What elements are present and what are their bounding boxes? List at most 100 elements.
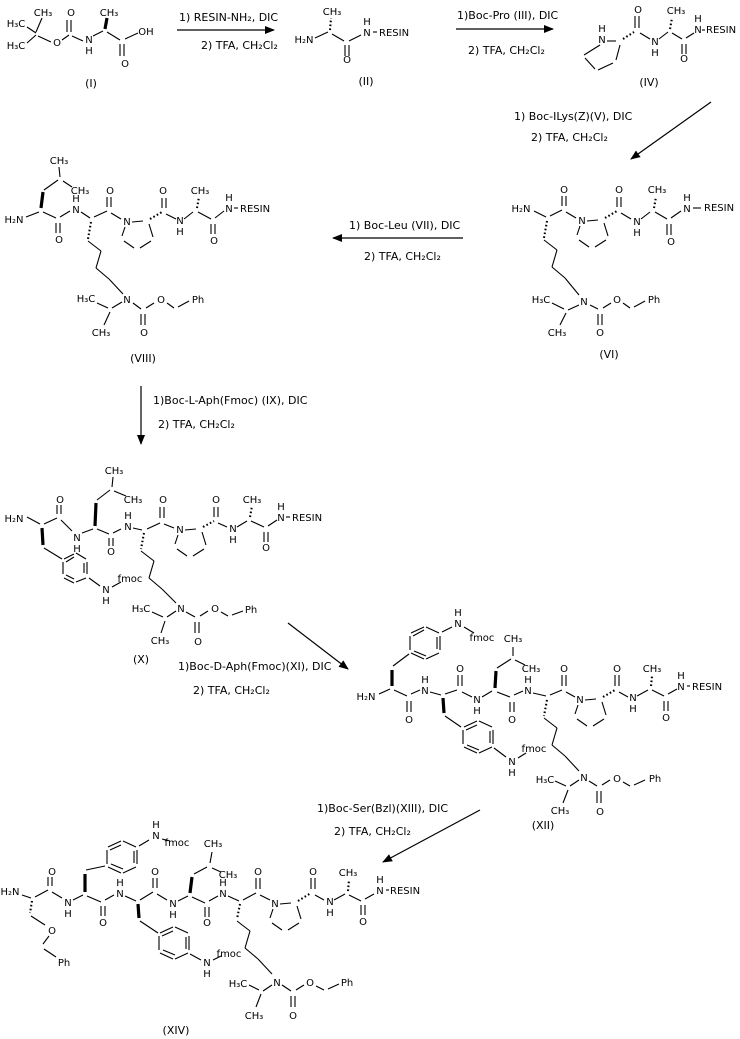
bond xyxy=(86,895,102,903)
bond xyxy=(195,196,201,209)
atom-label: CH₃ xyxy=(323,7,342,18)
bond xyxy=(586,219,599,222)
compound-caption-VI: (VI) xyxy=(599,348,618,361)
step-7-reagent-line2: 2) TFA, CH₂Cl₂ xyxy=(334,825,411,838)
atom-label: N xyxy=(203,958,210,969)
bond xyxy=(217,522,228,528)
atom-label: N xyxy=(580,297,587,308)
bond xyxy=(569,779,580,787)
step-3-reagent-line2: 2) TFA, CH₂Cl₂ xyxy=(531,131,608,144)
bond xyxy=(348,894,362,902)
atom-label: O xyxy=(405,715,413,726)
bond xyxy=(59,210,71,218)
bond xyxy=(331,33,345,42)
atom-label: O xyxy=(343,55,351,66)
step-2-reagent-line1: 1)Boc-Pro (III), DIC xyxy=(457,9,559,22)
atom-label: N xyxy=(421,686,428,697)
bond xyxy=(559,312,567,326)
atom-label: H xyxy=(454,608,462,619)
atom-label: CH₃ xyxy=(71,186,90,197)
bond xyxy=(633,300,646,308)
atom-label: OH xyxy=(138,27,153,38)
bond xyxy=(392,653,410,667)
atom-label: H₂N xyxy=(4,215,23,226)
bond xyxy=(185,611,196,618)
atom-label: N xyxy=(176,216,183,227)
bond xyxy=(478,720,493,728)
atom-label: N xyxy=(473,695,480,706)
bond xyxy=(62,180,73,188)
atom-label: H xyxy=(73,544,81,555)
bond xyxy=(208,895,219,902)
bond xyxy=(145,302,155,309)
atom-label: O xyxy=(508,715,516,726)
bond xyxy=(671,32,683,40)
atom-label: H₂N xyxy=(294,35,313,46)
bond xyxy=(597,62,614,71)
atom-label: H xyxy=(363,17,371,28)
atom-label: CH₃ xyxy=(648,185,667,196)
bond xyxy=(96,489,111,501)
compound-caption-IV: (IV) xyxy=(639,76,658,89)
bond xyxy=(122,840,137,848)
atom-label: CH₃ xyxy=(667,6,686,17)
bond xyxy=(296,905,302,920)
bond xyxy=(514,659,526,666)
bond xyxy=(111,476,114,488)
bond xyxy=(149,211,163,220)
step-4-reagent-line1: 1) Boc-Leu (VII), DIC xyxy=(349,219,461,232)
bond xyxy=(103,311,111,326)
atom-label: H xyxy=(694,14,702,25)
bond xyxy=(549,689,563,696)
bond xyxy=(565,691,576,698)
compound-caption-II: (II) xyxy=(358,75,373,88)
bond xyxy=(271,922,283,931)
bond xyxy=(58,166,61,178)
compound-caption-I: (I) xyxy=(85,77,97,90)
bond xyxy=(220,611,229,617)
atom-label: N xyxy=(73,533,80,544)
atom-label: O xyxy=(262,543,270,554)
bond xyxy=(43,948,57,958)
atom-label: Ph xyxy=(649,774,661,785)
bond xyxy=(412,629,425,637)
bond xyxy=(493,747,507,758)
atom-label: N xyxy=(677,682,684,693)
bond xyxy=(113,490,127,497)
bond xyxy=(136,903,141,919)
atom-label: CH₃ xyxy=(243,495,262,506)
atom-label: O xyxy=(211,604,219,615)
atom-label: H xyxy=(229,535,237,546)
bond xyxy=(43,179,59,191)
atom-label: H₂N xyxy=(0,887,19,898)
atom-label: Ph xyxy=(192,295,204,306)
bond xyxy=(670,210,682,219)
bond xyxy=(209,851,213,864)
bond xyxy=(188,876,194,894)
bond xyxy=(93,210,108,218)
bond xyxy=(549,209,563,217)
atom-label: O xyxy=(67,8,75,19)
bond xyxy=(107,866,122,874)
bond xyxy=(39,191,45,209)
bond xyxy=(112,528,122,534)
compound-caption-X: (X) xyxy=(133,653,149,666)
bond xyxy=(603,222,609,237)
atom-label: O xyxy=(157,295,165,306)
bond xyxy=(201,531,207,546)
atom-label: RESIN xyxy=(379,28,409,39)
bond xyxy=(602,689,616,698)
bond xyxy=(295,984,305,991)
bond xyxy=(177,895,189,902)
atom-label: N xyxy=(271,899,278,910)
bond xyxy=(551,727,558,746)
bond xyxy=(269,908,274,919)
atom-label: H xyxy=(598,24,606,35)
bond xyxy=(148,223,154,238)
atom-label: N xyxy=(326,897,333,908)
bond xyxy=(444,715,462,728)
bond xyxy=(161,838,171,842)
atom-label: H xyxy=(651,48,659,59)
bond xyxy=(166,302,175,309)
